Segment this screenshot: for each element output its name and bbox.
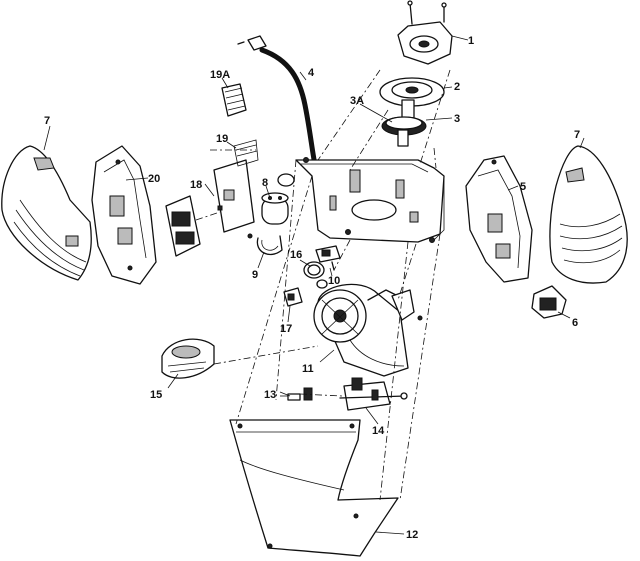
callout-labels: 1 2 3 3A 4 5 6 7 7 8 9 10 11 12 13 14 15… (44, 35, 580, 541)
part-left-panel (91, 145, 157, 285)
part-logic-board (213, 139, 259, 233)
part-chassis (295, 157, 445, 243)
part-right-cover (549, 145, 628, 284)
part-motor (313, 283, 423, 377)
callout-9: 9 (252, 269, 258, 281)
part-capacitor (261, 173, 295, 225)
part-connector (280, 387, 313, 401)
callout-12: 12 (406, 529, 418, 541)
callout-1: 1 (468, 35, 474, 47)
callout-20: 20 (148, 173, 160, 185)
part-right-cap (531, 285, 567, 319)
part-gear (359, 99, 453, 147)
part-sensor-ring (303, 261, 328, 289)
part-left-cover (1, 145, 92, 281)
assembly-guide-lines (210, 69, 451, 501)
callout-19: 19 (216, 133, 228, 145)
callout-18: 18 (190, 179, 202, 191)
callout-7-left: 7 (44, 115, 50, 127)
callout-2: 2 (454, 81, 460, 93)
part-ribbon-cable (221, 83, 247, 117)
callout-16: 16 (290, 249, 302, 261)
part-limit-assembly (339, 377, 408, 411)
callout-15: 15 (150, 389, 162, 401)
callout-19a: 19A (210, 69, 230, 81)
callout-5: 5 (520, 181, 526, 193)
callout-6: 6 (572, 317, 578, 329)
part-sensor-block (283, 287, 303, 307)
callout-10: 10 (328, 275, 340, 287)
part-light-lens (229, 419, 399, 557)
callout-7-right: 7 (574, 129, 580, 141)
leader-lines (43, 71, 585, 535)
part-sprocket-plate (379, 77, 453, 107)
callout-13: 13 (264, 389, 276, 401)
callout-14: 14 (372, 425, 385, 437)
callout-11: 11 (302, 363, 314, 375)
part-right-panel (465, 155, 533, 283)
callout-8: 8 (262, 177, 268, 189)
callout-17: 17 (280, 323, 292, 335)
callout-3: 3 (454, 113, 460, 125)
part-capacitor-bracket (247, 233, 283, 255)
part-limit-switch (315, 245, 341, 271)
callout-4: 4 (308, 67, 315, 79)
part-light-socket (165, 195, 221, 257)
part-top-bracket (397, 0, 469, 65)
part-power-cord (237, 35, 318, 168)
part-lens-cap (161, 338, 215, 379)
callout-3a: 3A (350, 95, 364, 107)
